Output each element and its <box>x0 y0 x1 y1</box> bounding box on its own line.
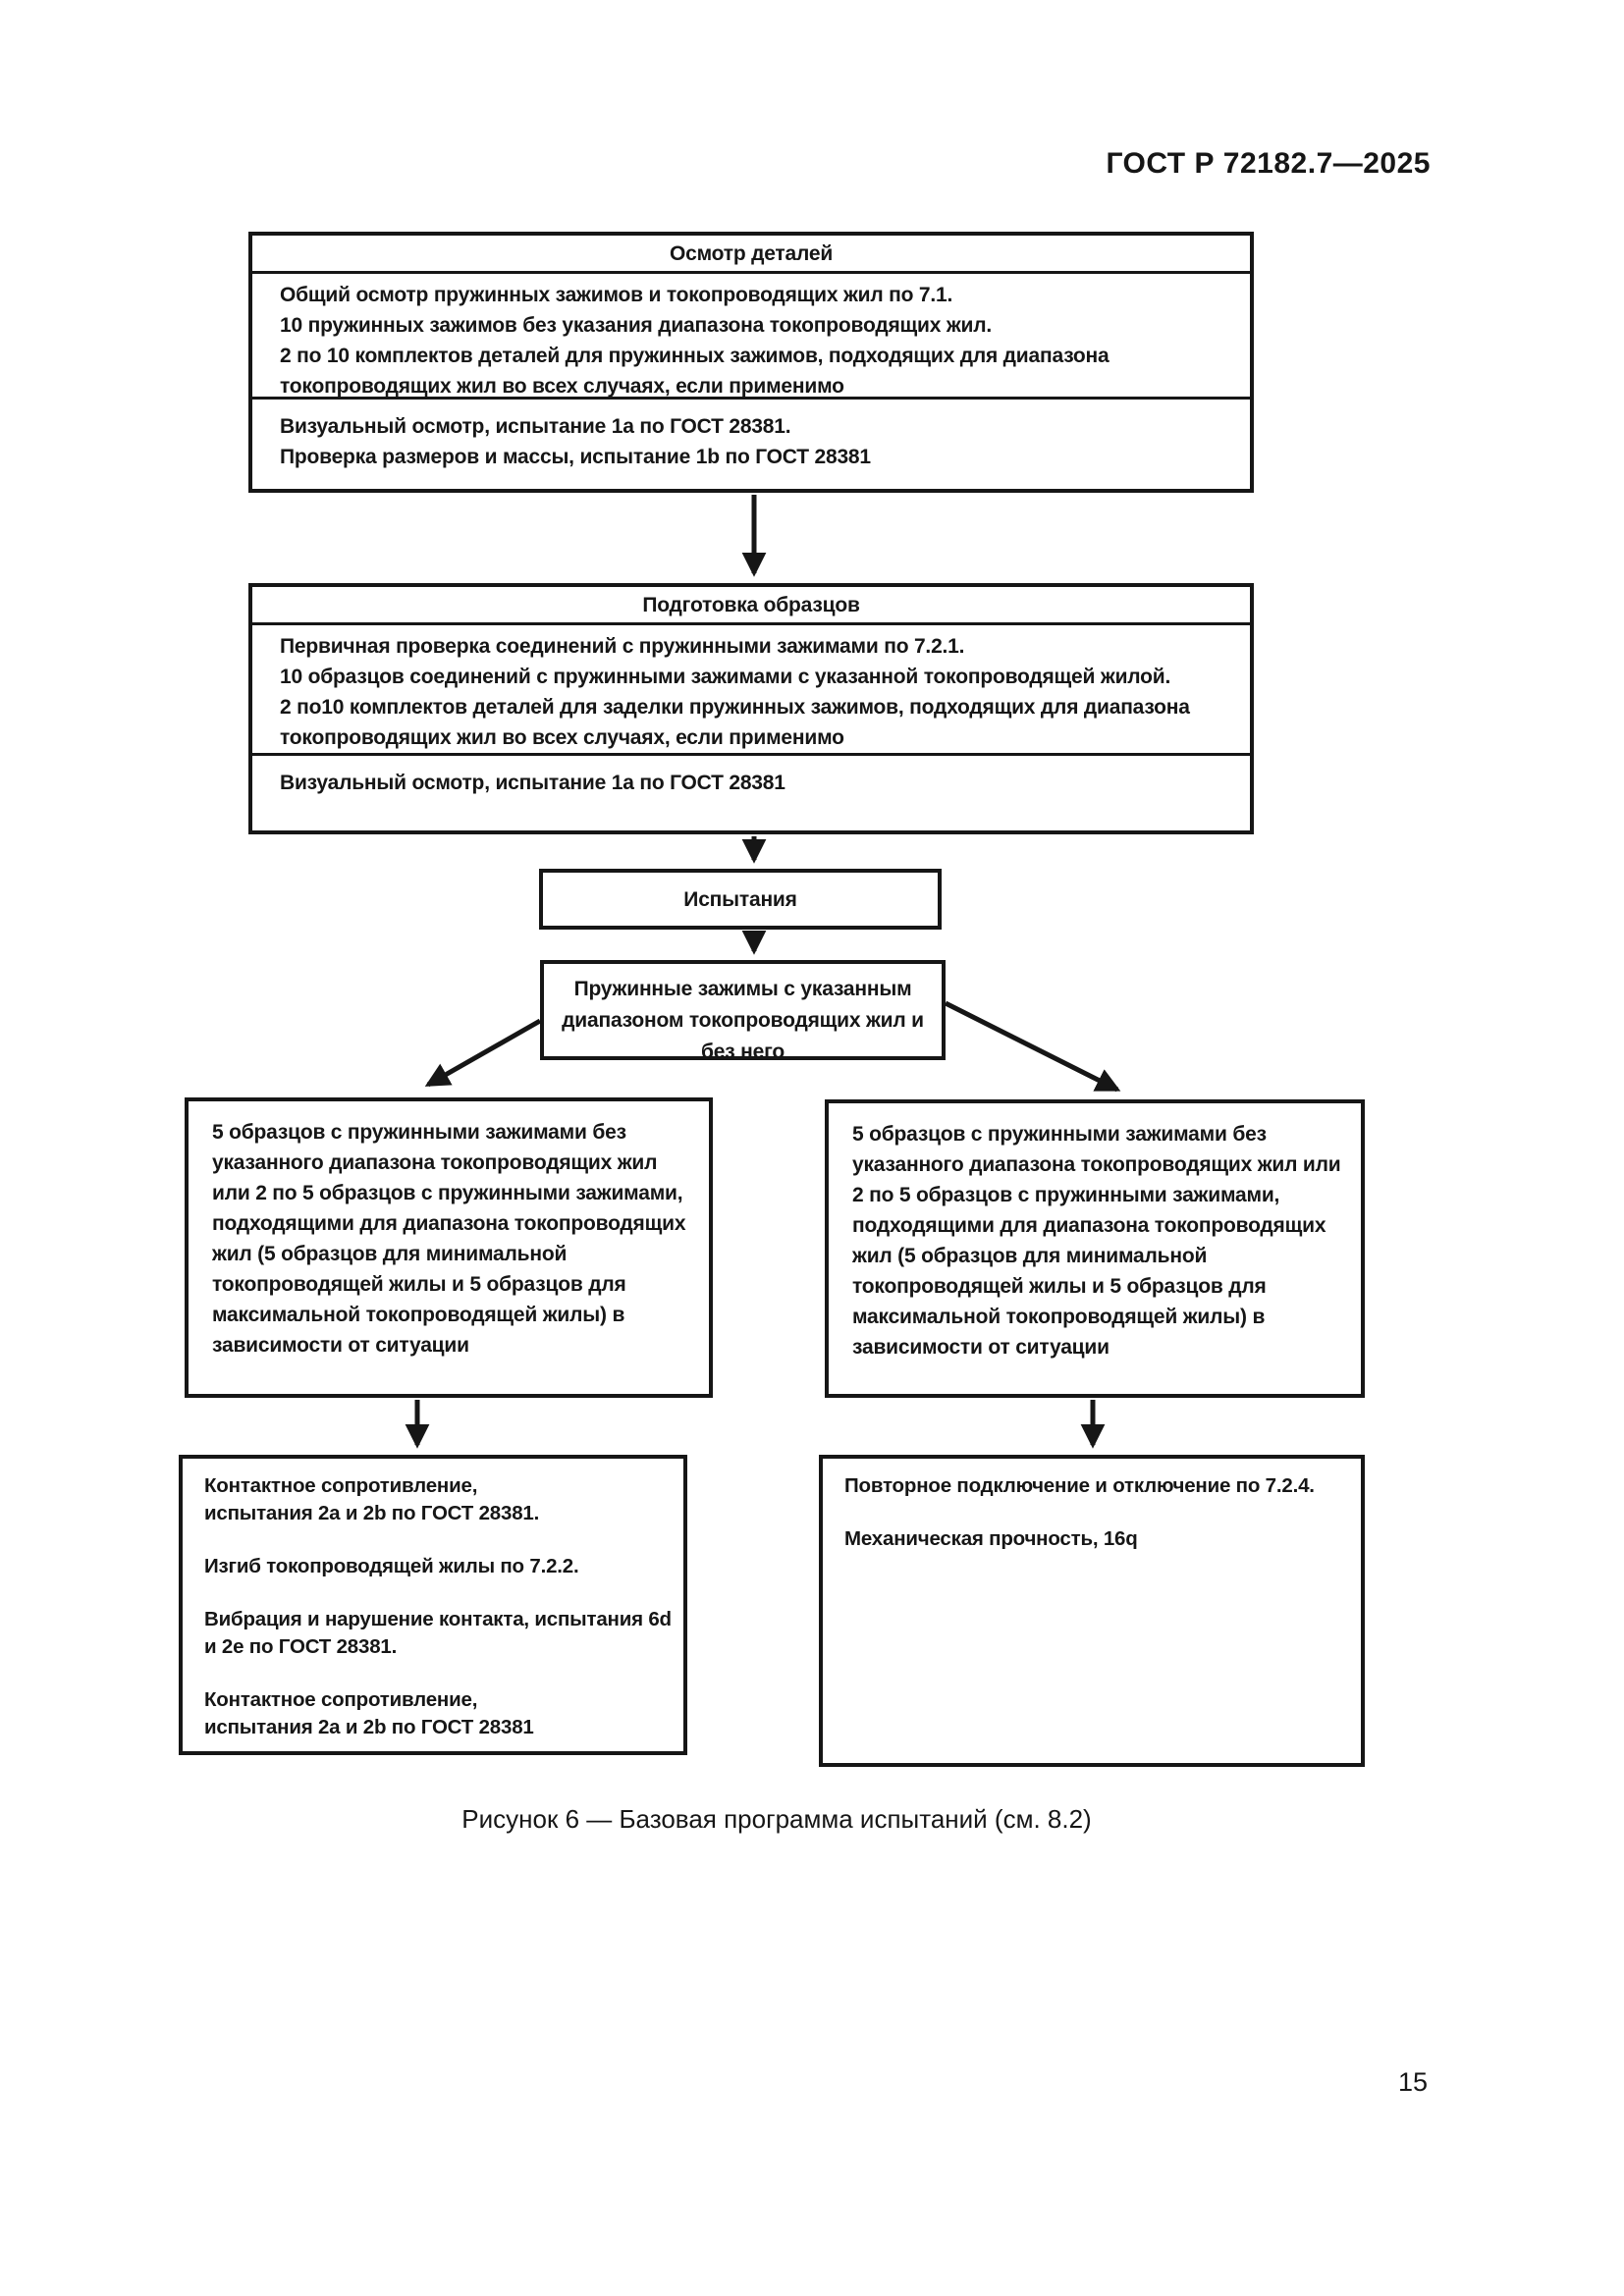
text-line: испытания 2a и 2b по ГОСТ 28381. <box>204 1502 540 1524</box>
text-line: максимальной токопроводящей жилы) в <box>212 1304 625 1326</box>
arrow-clamps-to-right-branch <box>944 1000 1121 1093</box>
paragraph: Механическая прочность, 16q <box>844 1525 1355 1553</box>
figure-caption: Рисунок 6 — Базовая программа испытаний … <box>461 1804 1092 1834</box>
box-parts-inspection-title: Осмотр деталей <box>252 236 1250 274</box>
paragraph: Повторное подключение и отключение по 7.… <box>844 1472 1355 1500</box>
box-parts-inspection-tests: Визуальный осмотр, испытание 1a по ГОСТ … <box>252 397 1250 472</box>
box-samples-right: 5 образцов с пружинными зажимами без ука… <box>825 1099 1365 1398</box>
text-line: 5 образцов с пружинными зажимами без <box>212 1121 626 1144</box>
text-line: Проверка размеров и массы, испытание 1b … <box>280 446 871 468</box>
text-line: и 2e по ГОСТ 28381. <box>204 1635 398 1658</box>
text-line: зависимости от ситуации <box>852 1336 1110 1359</box>
text-line: или 2 по 5 образцов с пружинными зажимам… <box>212 1182 683 1204</box>
text-line: токопроводящих жил во всех случаях, если… <box>280 726 844 749</box>
text-line: подходящими для диапазона токопроводящих <box>852 1214 1326 1237</box>
text-line: Контактное сопротивление, <box>204 1688 478 1711</box>
text-line: 2 по 10 комплектов деталей для пружинных… <box>280 345 1110 367</box>
box-parts-inspection: Осмотр деталей Общий осмотр пружинных за… <box>248 232 1254 493</box>
text-line: жил (5 образцов для минимальной <box>852 1245 1208 1267</box>
text-line: указанного диапазона токопроводящих жил <box>212 1151 658 1174</box>
text-line: без него <box>701 1041 785 1063</box>
text-line: Визуальный осмотр, испытание 1a по ГОСТ … <box>280 772 785 794</box>
box-sample-preparation-title: Подготовка образцов <box>252 587 1250 625</box>
paragraph: Вибрация и нарушение контакта, испытания… <box>204 1606 677 1661</box>
text-line: 10 образцов соединений с пружинными зажи… <box>280 666 1171 688</box>
text-line: Пружинные зажимы с указанным <box>573 978 912 1000</box>
text-line: токопроводящих жил во всех случаях, если… <box>280 375 844 398</box>
text-line: Визуальный осмотр, испытание 1a по ГОСТ … <box>280 415 791 438</box>
box-sample-preparation-body: Первичная проверка соединений с пружинны… <box>252 625 1250 753</box>
text-line: Повторное подключение и отключение по 7.… <box>844 1474 1315 1497</box>
text-line: 10 пружинных зажимов без указания диапаз… <box>280 314 993 337</box>
box-parts-inspection-body: Общий осмотр пружинных зажимов и токопро… <box>252 274 1250 398</box>
standard-number-header: ГОСТ Р 72182.7—2025 <box>1106 147 1431 180</box>
text-line: диапазоном токопроводящих жил и <box>562 1009 924 1032</box>
text-line: Контактное сопротивление, <box>204 1474 478 1497</box>
text-line: указанного диапазона токопроводящих жил … <box>852 1153 1341 1176</box>
text-line: испытания 2a и 2b по ГОСТ 28381 <box>204 1716 534 1738</box>
arrow-clamps-to-left-branch <box>424 1018 542 1088</box>
text-line: Механическая прочность, 16q <box>844 1527 1138 1550</box>
page-number: 15 <box>1397 2067 1428 2097</box>
box-spring-clamps: Пружинные зажимы с указанным диапазоном … <box>540 960 946 1063</box>
text-line: Изгиб токопроводящей жилы по 7.2.2. <box>204 1555 579 1577</box>
text-line: подходящими для диапазона токопроводящих <box>212 1212 686 1235</box>
paragraph: Контактное сопротивление, испытания 2a и… <box>204 1686 677 1741</box>
text-line: токопроводящей жилы и 5 образцов для <box>212 1273 626 1296</box>
text-line: 2 по 5 образцов с пружинными зажимами, <box>852 1184 1280 1206</box>
box-tests-left: Контактное сопротивление, испытания 2a и… <box>179 1455 687 1755</box>
text-line: Общий осмотр пружинных зажимов и токопро… <box>280 284 953 306</box>
text-line: зависимости от ситуации <box>212 1334 469 1357</box>
paragraph: Контактное сопротивление, испытания 2a и… <box>204 1472 677 1527</box>
box-samples-left: 5 образцов с пружинными зажимами без ука… <box>185 1097 713 1398</box>
text-line: Первичная проверка соединений с пружинны… <box>280 635 965 658</box>
box-sample-preparation: Подготовка образцов Первичная проверка с… <box>248 583 1254 834</box>
box-tests-title: Испытания <box>683 887 797 911</box>
text-line: жил (5 образцов для минимальной <box>212 1243 568 1265</box>
box-sample-preparation-tests: Визуальный осмотр, испытание 1a по ГОСТ … <box>252 753 1250 798</box>
text-line: максимальной токопроводящей жилы) в <box>852 1306 1266 1328</box>
box-tests: Испытания <box>539 869 942 930</box>
text-line: 2 по10 комплектов деталей для заделки пр… <box>280 696 1190 719</box>
box-tests-right: Повторное подключение и отключение по 7.… <box>819 1455 1365 1767</box>
text-line: Вибрация и нарушение контакта, испытания… <box>204 1608 672 1630</box>
text-line: 5 образцов с пружинными зажимами без <box>852 1123 1267 1146</box>
paragraph: Изгиб токопроводящей жилы по 7.2.2. <box>204 1553 677 1580</box>
text-line: токопроводящей жилы и 5 образцов для <box>852 1275 1267 1298</box>
